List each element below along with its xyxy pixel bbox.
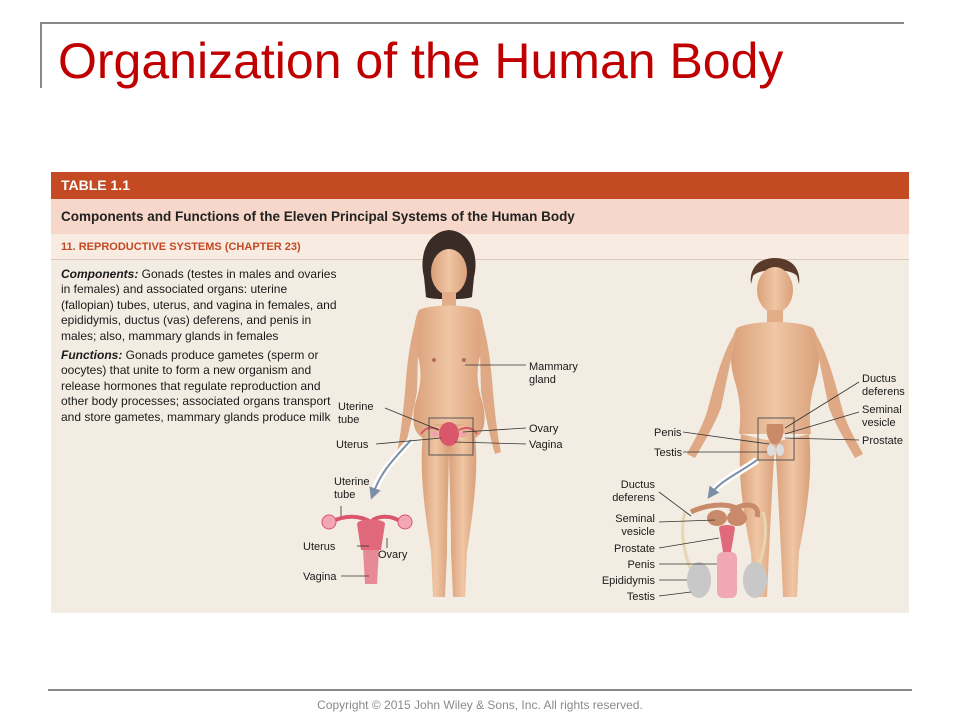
label-inset-penis: Penis xyxy=(627,559,655,571)
label-inset-uterine-tube-2: tube xyxy=(334,489,355,501)
copyright-footer: Copyright © 2015 John Wiley & Sons, Inc.… xyxy=(317,698,643,712)
functions-heading: Functions: xyxy=(61,348,123,363)
label-mammary-gland-2: gland xyxy=(529,374,556,386)
anatomy-illustration: Mammary gland Uterine tube Ovary Uterus … xyxy=(303,230,905,603)
label-inset-seminal-1: Seminal xyxy=(615,513,655,525)
male-label-lines xyxy=(658,381,860,597)
functions-text: Gonads produce gametes (sperm or oocytes… xyxy=(61,348,331,424)
label-uterine-tube-1: Uterine xyxy=(338,401,373,413)
label-vagina: Vagina xyxy=(529,439,563,451)
label-inset-prostate: Prostate xyxy=(614,543,655,555)
footer-divider xyxy=(48,689,912,691)
table-panel: TABLE 1.1 Components and Functions of th… xyxy=(51,172,909,613)
components-text: Gonads (testes in males and ovaries in f… xyxy=(61,267,337,343)
label-inset-ductus-2: deferens xyxy=(612,492,655,504)
components-paragraph: Components: Gonads (testes in males and … xyxy=(61,267,341,344)
table-subtitle: Components and Functions of the Eleven P… xyxy=(51,199,909,234)
label-seminal-vesicle-1: Seminal xyxy=(862,404,902,416)
label-prostate: Prostate xyxy=(862,435,903,447)
label-ductus-deferens-2: deferens xyxy=(862,386,905,398)
male-organ-inset xyxy=(681,457,767,598)
slide-frame-left xyxy=(40,22,42,88)
label-ovary: Ovary xyxy=(529,423,559,435)
system-description: Components: Gonads (testes in males and … xyxy=(61,267,341,429)
label-inset-uterus: Uterus xyxy=(303,541,336,553)
slide-title: Organization of the Human Body xyxy=(58,33,784,89)
male-figure xyxy=(687,258,863,597)
label-inset-vagina: Vagina xyxy=(303,571,337,583)
table-label: TABLE 1.1 xyxy=(51,172,909,199)
label-ductus-deferens-1: Ductus xyxy=(862,373,897,385)
label-inset-uterine-tube-1: Uterine xyxy=(334,476,369,488)
female-label-lines xyxy=(340,364,527,577)
label-mammary-gland-1: Mammary xyxy=(529,361,578,373)
male-organs xyxy=(766,424,784,456)
female-figure xyxy=(397,230,501,597)
label-inset-ductus-1: Ductus xyxy=(621,479,656,491)
label-testis: Testis xyxy=(654,447,683,459)
label-inset-epididymis: Epididymis xyxy=(602,575,656,587)
male-zoom-box xyxy=(757,417,795,461)
table-section-heading: 11. REPRODUCTIVE SYSTEMS (CHAPTER 23) xyxy=(51,234,909,260)
label-penis: Penis xyxy=(654,427,682,439)
functions-paragraph: Functions: Gonads produce gametes (sperm… xyxy=(61,348,341,425)
label-inset-seminal-2: vesicle xyxy=(621,526,655,538)
slide-frame-top xyxy=(40,22,904,24)
label-inset-ovary: Ovary xyxy=(378,549,408,561)
female-zoom-box xyxy=(428,417,474,456)
components-heading: Components: xyxy=(61,267,139,281)
label-uterus: Uterus xyxy=(336,439,369,451)
label-uterine-tube-2: tube xyxy=(338,414,359,426)
female-organ-inset xyxy=(321,437,414,584)
label-inset-testis: Testis xyxy=(627,591,656,603)
label-seminal-vesicle-2: vesicle xyxy=(862,417,896,429)
